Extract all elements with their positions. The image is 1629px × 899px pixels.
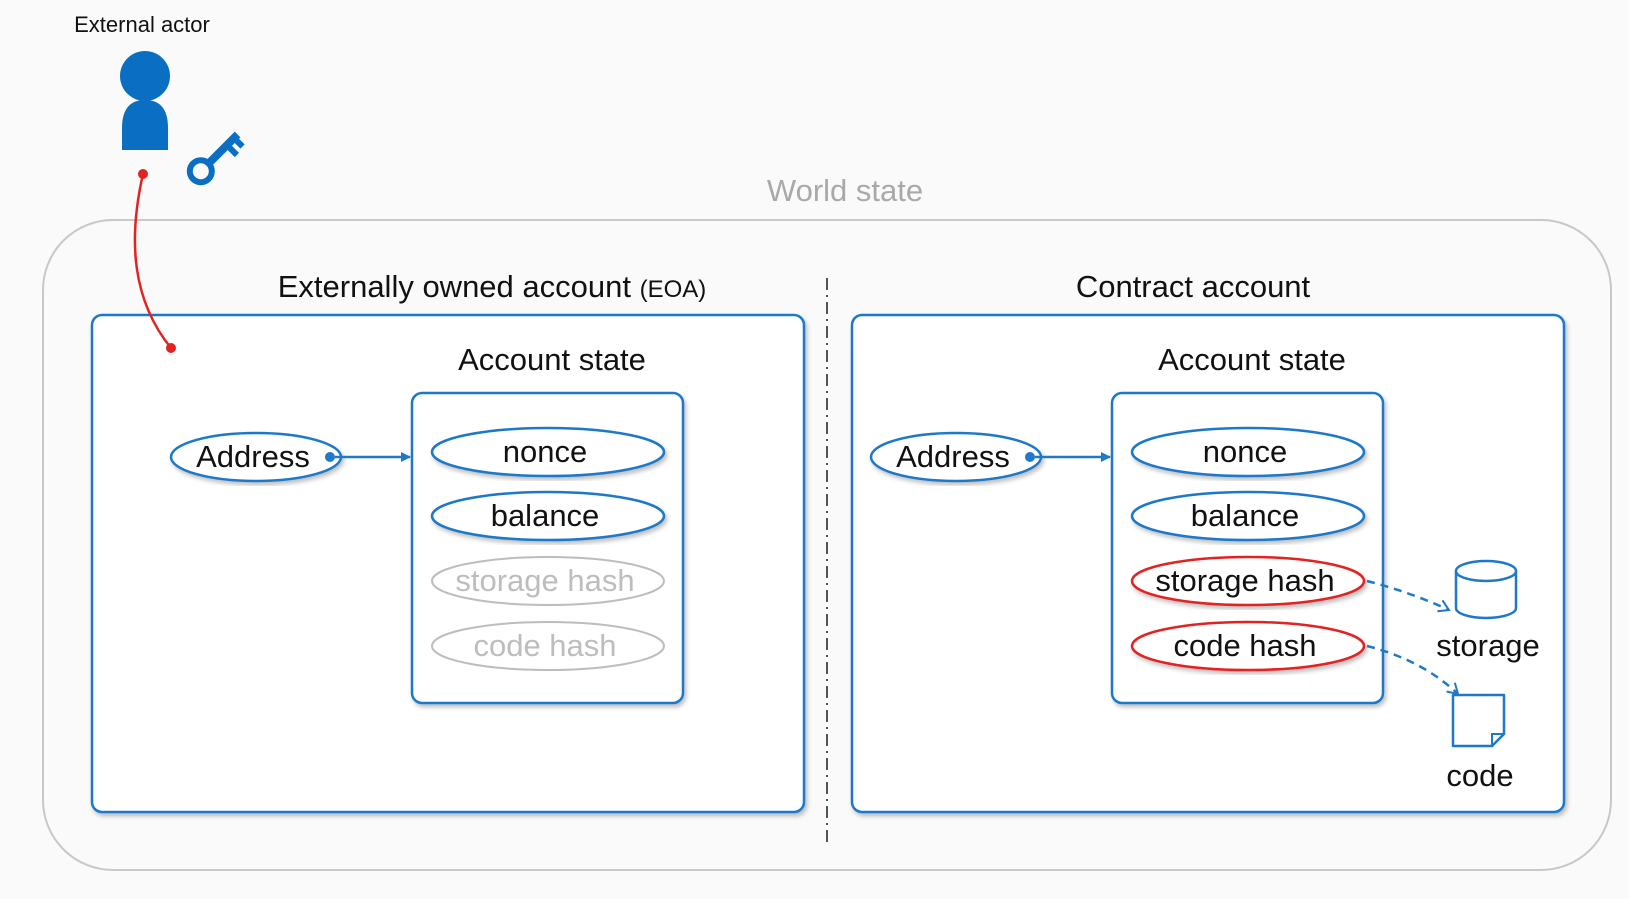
contract-account-state-title: Account state (1158, 342, 1346, 377)
eoa-storage-hash-node (431, 556, 665, 606)
contract-balance-label: balance (1191, 498, 1300, 533)
actor-control-link (133, 173, 172, 349)
eoa-address-label: Address (196, 439, 310, 474)
actor-link-start (138, 169, 148, 179)
eoa-code-hash-label: code hash (473, 628, 616, 663)
world-state-label: World state (767, 173, 923, 208)
contract-address-port (1025, 452, 1035, 462)
eoa-address-port (325, 452, 335, 462)
contract-address-label: Address (896, 439, 1010, 474)
eoa-balance-node (430, 490, 666, 542)
code-label: code (1446, 758, 1513, 793)
database-cylinder-icon (1454, 559, 1518, 620)
eoa-code-hash-node (431, 621, 665, 671)
contract-storage-hash-label: storage hash (1155, 563, 1334, 598)
contract-nonce-label: nonce (1203, 434, 1287, 469)
contract-storage-hash-node (1130, 555, 1366, 607)
eoa-account-state-title: Account state (458, 342, 646, 377)
person-icon (120, 51, 170, 150)
storage-label: storage (1436, 628, 1539, 663)
eoa-storage-hash-label: storage hash (455, 563, 634, 598)
actor-link-end (166, 343, 176, 353)
contract-nonce-node (1130, 426, 1366, 478)
external-actor-label: External actor (74, 12, 210, 37)
eoa-title: Externally owned account (EOA) (278, 269, 707, 304)
key-icon (186, 131, 245, 186)
contract-code-hash-node (1130, 620, 1366, 672)
eoa-nonce-node (430, 426, 666, 478)
contract-title: Contract account (1076, 269, 1311, 304)
contract-balance-node (1130, 490, 1366, 542)
document-icon (1451, 693, 1506, 748)
eoa-nonce-label: nonce (503, 434, 587, 469)
storage-hash-link (1366, 579, 1451, 613)
eoa-balance-label: balance (491, 498, 600, 533)
contract-code-hash-label: code hash (1173, 628, 1316, 663)
world-state-boundary (42, 219, 1612, 871)
